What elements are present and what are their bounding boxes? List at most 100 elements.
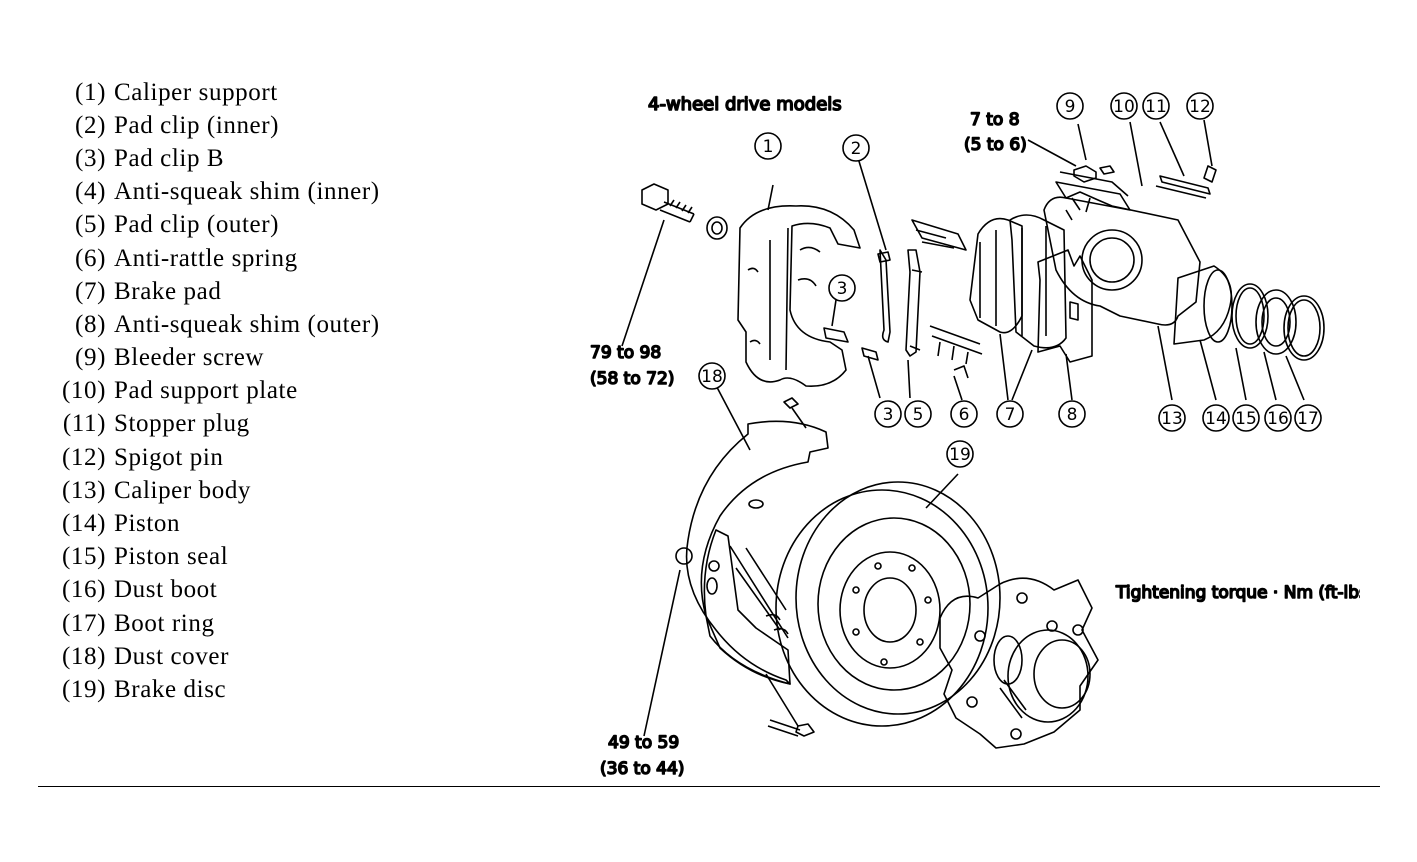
callout-number: 7	[1005, 405, 1016, 425]
legend-item: (4)Anti-squeak shim (inner)	[40, 176, 380, 209]
legend-item: (17)Boot ring	[40, 607, 380, 640]
torque-cover-bolt-ftlbs: (36 to 44)	[600, 759, 684, 779]
torque-caliper-bolt-ftlbs: (58 to 72)	[590, 369, 674, 389]
callout-circle	[1232, 404, 1260, 432]
legend-label: Dust boot	[114, 576, 218, 604]
legend-item: (10)Pad support plate	[40, 375, 380, 408]
caliper-support	[737, 205, 861, 387]
legend-label: Caliper support	[114, 78, 278, 106]
legend-item: (5) Pad clip (outer)	[40, 209, 380, 242]
pad-clip-outer	[905, 249, 923, 357]
dust-cover-bolt	[767, 719, 815, 737]
callout-number: 9	[1065, 97, 1076, 117]
callout-circle	[698, 362, 726, 390]
callout-circle	[828, 274, 856, 302]
callout-number: 18	[701, 367, 723, 387]
torque-cover-bolt: 49 to 59	[608, 733, 679, 753]
legend-label: Boot ring	[114, 609, 215, 637]
anti-squeak-shim-inner	[911, 219, 967, 251]
caliper-mounting-bolt	[641, 183, 695, 223]
legend-number: (15)	[61, 543, 106, 571]
stopper-plug	[1155, 175, 1211, 199]
spigot-pin	[1203, 165, 1217, 183]
bolt-washer	[706, 216, 728, 240]
exploded-brake-diagram: 4-wheel drive models 79 to 98 (58 to 72)	[589, 92, 1360, 780]
legend-number: (10)	[61, 377, 106, 405]
callout-number: 8	[1067, 405, 1078, 425]
legend-item: (11)Stopper plug	[40, 408, 380, 441]
piston-seal	[1231, 283, 1269, 349]
callout-circle	[1264, 404, 1292, 432]
callout-number: 13	[1161, 409, 1183, 429]
callout-number: 12	[1189, 97, 1211, 117]
piston	[1173, 265, 1233, 345]
legend-number: (5)	[75, 211, 106, 239]
legend-number: (7)	[75, 277, 106, 305]
legend-label: Spigot pin	[114, 443, 224, 471]
legend-item: (9)Bleeder screw	[40, 342, 380, 375]
callout-circle	[1110, 92, 1138, 120]
callout-circle	[1158, 404, 1186, 432]
legend-number: (19)	[61, 675, 106, 703]
callout-circle	[946, 440, 974, 468]
legend-number: (8)	[75, 310, 106, 338]
wheel-hub	[939, 577, 1099, 749]
legend-number: (18)	[61, 642, 106, 670]
dust-boot	[1255, 289, 1297, 355]
torque-bleeder: 7 to 8	[970, 110, 1020, 130]
torque-caliper-bolt: 79 to 98	[590, 343, 661, 363]
legend-label: Anti-squeak shim (inner)	[114, 178, 380, 206]
legend-item: (1)Caliper support	[40, 76, 380, 109]
legend-number: (2)	[75, 111, 106, 139]
legend-label: Dust cover	[114, 642, 229, 670]
legend-label: Brake disc	[114, 675, 227, 703]
pad-clip-inner	[877, 249, 891, 343]
legend-number: (13)	[61, 476, 106, 504]
legend-number: (3)	[75, 144, 106, 172]
brake-disc	[775, 481, 1001, 727]
callout-number: 16	[1267, 409, 1289, 429]
anti-rattle-spring	[929, 325, 983, 379]
boot-ring	[1283, 295, 1325, 361]
callout-number: 11	[1145, 97, 1167, 117]
pad-clip-b	[823, 327, 879, 361]
brake-pad-outer	[1009, 214, 1067, 349]
legend-label: Pad clip (inner)	[114, 111, 280, 139]
anti-squeak-shim-outer	[1037, 249, 1093, 363]
legend-item: (18) Dust cover	[40, 640, 380, 673]
callout-number: 6	[959, 405, 970, 425]
callout-circle	[842, 134, 870, 162]
callout-circle	[904, 400, 932, 428]
legend-item: (2) Pad clip (inner)	[40, 109, 380, 142]
legend-number: (11)	[62, 410, 106, 438]
callout-number: 2	[851, 139, 862, 159]
callout-circle	[1142, 92, 1170, 120]
parts-legend: (1)Caliper support(2) Pad clip (inner) (3)…	[40, 76, 380, 707]
callout-number: 1	[763, 137, 774, 157]
diagram-title: 4-wheel drive models	[648, 94, 842, 115]
callout-circle	[1294, 404, 1322, 432]
callout-number: 17	[1297, 409, 1319, 429]
legend-label: Piston	[114, 510, 181, 538]
legend-item: (8)Anti-squeak shim (outer)	[40, 308, 380, 341]
legend-item: (3)Pad clip B	[40, 142, 380, 175]
callout-circle	[1186, 92, 1214, 120]
callout-number: 3	[837, 279, 848, 299]
torque-note: Tightening torque · Nm (ft-lbs.)	[1115, 583, 1360, 603]
bleeder-screw	[1073, 165, 1115, 183]
legend-item: (19) Brake disc	[40, 673, 380, 706]
legend-label: Pad clip (outer)	[114, 211, 280, 239]
legend-number: (12)	[61, 443, 106, 471]
dust-cover	[675, 420, 829, 685]
legend-label: Piston seal	[114, 543, 229, 571]
callout-circle	[874, 400, 902, 428]
legend-number: (6)	[75, 244, 106, 272]
legend-number: (9)	[75, 344, 106, 372]
legend-item: (12) Spigot pin	[40, 441, 380, 474]
legend-number: (16)	[61, 576, 106, 604]
legend-item: (13)Caliper body	[40, 474, 380, 507]
leader-caliper-torque	[621, 219, 665, 347]
callout-number: 15	[1235, 409, 1257, 429]
bottom-rule	[38, 786, 1380, 787]
